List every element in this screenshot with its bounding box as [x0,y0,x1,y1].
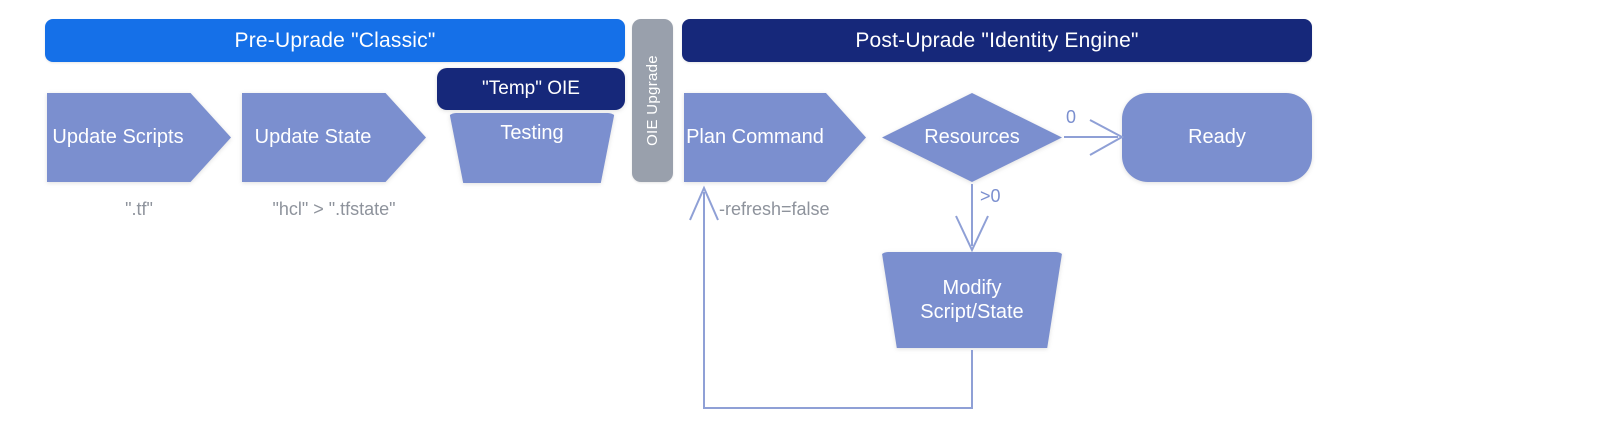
node-plan-command-shape: Plan Command [684,93,866,182]
node-plan-command: Plan Command [684,93,866,182]
phase-banner-pre-label: Pre-Uprade "Classic" [234,28,436,52]
phase-banner-post-label: Post-Uprade "Identity Engine" [855,28,1139,52]
edge-label-resources-to-ready: 0 [1066,107,1077,127]
node-modify-script-state-label-line2: Script/State [920,301,1024,323]
caption-update-scripts: ".tf" [125,199,153,219]
node-resources: Resources [882,93,1062,182]
node-update-scripts-shape: Update Scripts [47,93,231,182]
node-modify-script-state-shape: Modify Script/State [881,252,1063,348]
node-update-scripts-label: Update Scripts [52,126,184,149]
edge-label-modify-to-plan-command: -refresh=false [719,199,830,219]
node-plan-command-label: Plan Command [686,126,824,149]
oie-upgrade-divider-label: OIE Upgrade [644,55,662,146]
phase-banner-pre-upgrade: Pre-Uprade "Classic" [45,19,625,62]
node-update-scripts: Update Scripts [47,93,231,182]
node-testing: Testing [446,113,618,183]
node-update-state-label: Update State [254,126,372,149]
node-resources-label: Resources [924,126,1020,149]
phase-banner-post-upgrade: Post-Uprade "Identity Engine" [682,19,1312,62]
node-temp-oie-label: "Temp" OIE [482,78,580,100]
edge-label-resources-to-modify: >0 [980,186,1001,206]
node-ready: Ready [1122,93,1312,182]
node-resources-shape: Resources [882,93,1062,182]
node-temp-oie: "Temp" OIE [437,68,625,110]
node-testing-shape: Testing [449,113,615,183]
node-update-state-shape: Update State [242,93,426,182]
node-modify-script-state-label-line1: Modify [942,276,1002,299]
oie-upgrade-divider: OIE Upgrade [632,19,673,182]
node-testing-label: Testing [500,122,564,144]
caption-update-state: "hcl" > ".tfstate" [272,199,396,219]
node-modify-script-state: Modify Script/State [878,252,1066,348]
node-update-state: Update State [242,93,426,182]
node-ready-label: Ready [1188,126,1246,149]
